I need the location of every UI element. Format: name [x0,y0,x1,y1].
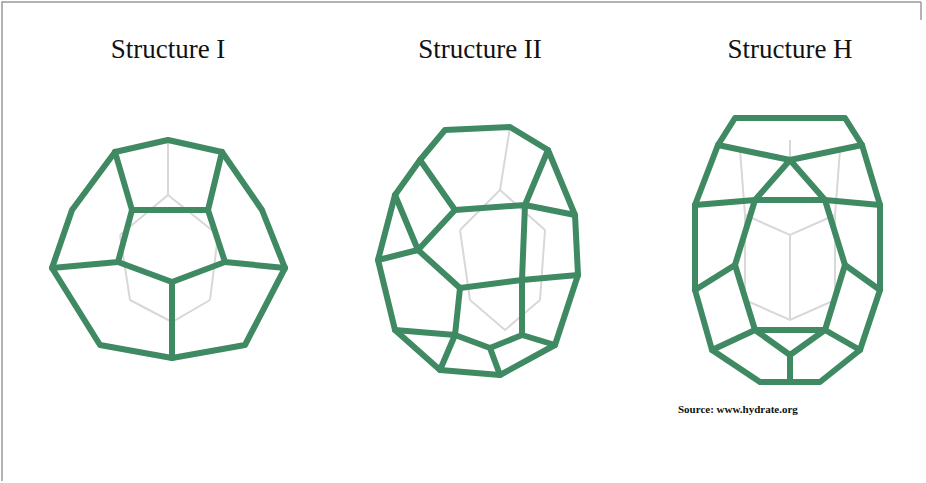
hexakaidecahedron-cage [378,127,578,375]
dodecahedron-cage [52,140,285,358]
source-note: Source: www.hydrate.org [678,403,798,415]
structure-title: Structure I [111,34,226,65]
structure-title: Structure H [727,34,852,65]
structure-title: Structure II [418,34,542,65]
elongated-cage [695,118,880,382]
